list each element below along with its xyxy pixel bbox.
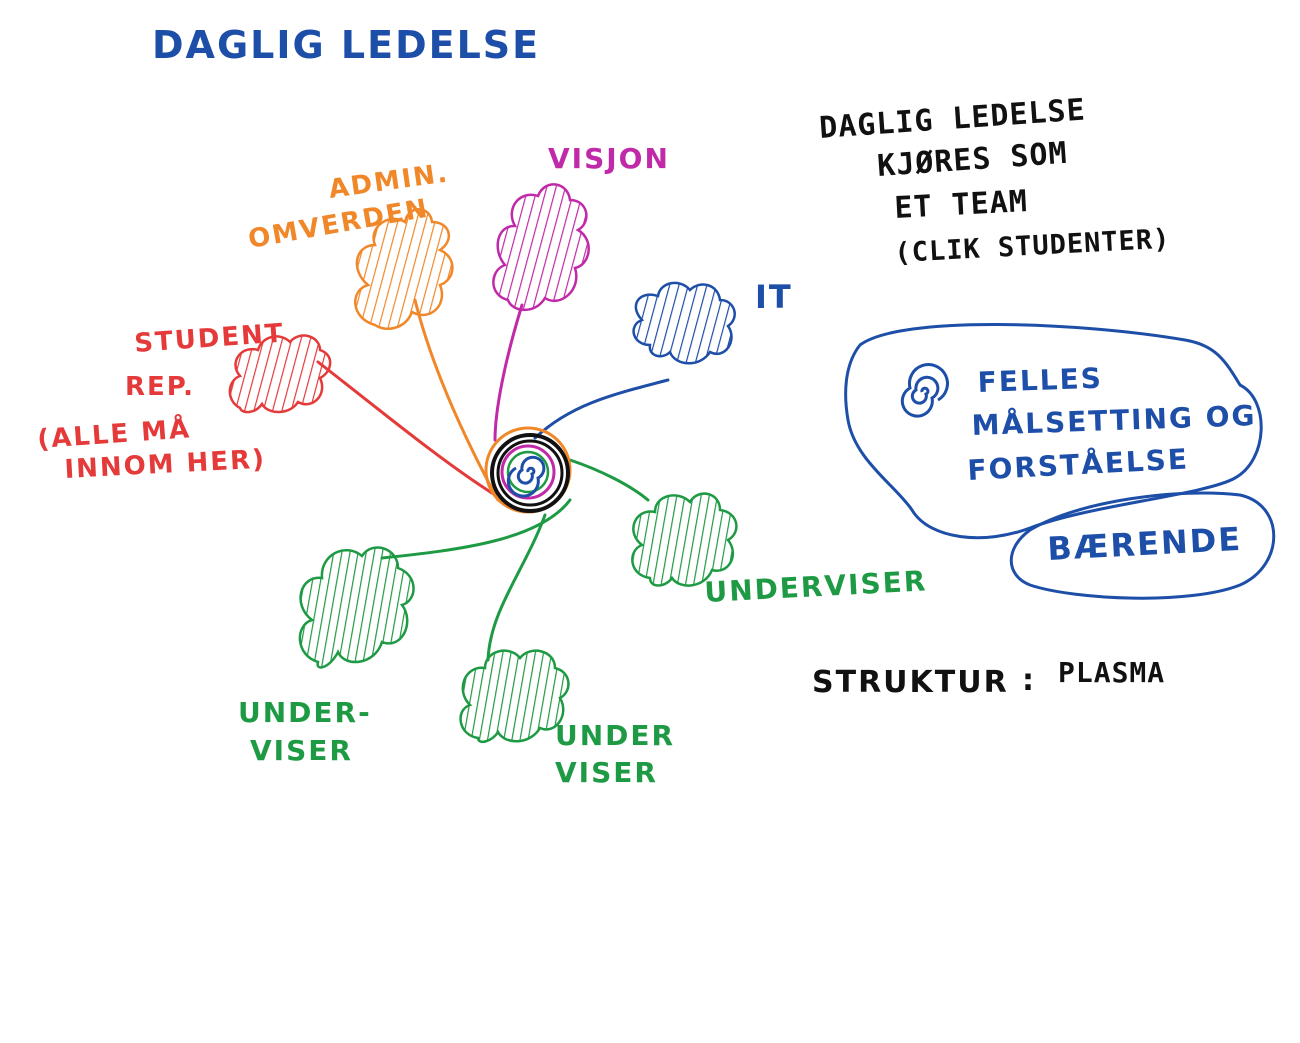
felles-outline [844, 323, 1263, 540]
struktur-value: PLASMA [1058, 656, 1165, 689]
label-underviser-left-line2: VISER [250, 734, 353, 767]
connector-admin [413, 298, 500, 502]
connector-underviser-left [380, 498, 572, 560]
struktur-label: STRUKTUR [812, 665, 1009, 700]
connector-lines [316, 298, 670, 662]
baerende-outline [1009, 491, 1276, 600]
label-underviser-left-line1: UNDER- [238, 696, 372, 729]
label-it: IT [755, 278, 793, 316]
cloud-underviser-right [631, 492, 738, 587]
note-team-line2: KJØRES SOM [876, 136, 1069, 184]
label-underviser-right: UNDERVISER [704, 564, 928, 609]
felles-spiral-icon [900, 363, 949, 418]
cloud-visjon [492, 183, 590, 312]
cloud-it [632, 281, 736, 365]
label-admin-line1: ADMIN. [327, 158, 451, 205]
cloud-underviser-left [298, 546, 415, 669]
cloud-underviser-bottom [459, 649, 570, 744]
connector-it [533, 378, 670, 440]
felles-blob: FELLES MÅLSETTING OG FORSTÅELSE BÆRENDE [844, 323, 1276, 600]
label-visjon: VISJON [548, 142, 670, 175]
note-team: DAGLIG LEDELSE KJØRES SOM ET TEAM (CLIK … [818, 92, 1171, 269]
connector-student [316, 360, 497, 497]
felles-line3: FORSTÅELSE [967, 441, 1190, 487]
struktur-note: STRUKTUR : PLASMA [812, 656, 1165, 700]
label-underviser-bottom-line1: UNDER [555, 719, 675, 752]
cloud-student [228, 334, 332, 414]
felles-line1: FELLES [977, 362, 1103, 399]
note-team-line3: ET TEAM [894, 184, 1029, 226]
connector-underviser-right [568, 458, 650, 502]
felles-line2: MÅLSETTING OG [971, 398, 1257, 442]
note-team-line4: (CLIK STUDENTER) [894, 224, 1171, 269]
label-student-line2: REP. [125, 372, 195, 402]
cloud-admin [354, 208, 454, 330]
connector-visjon [493, 303, 524, 442]
label-underviser-bottom-line2: VISER [555, 756, 658, 789]
struktur-colon: : [1022, 663, 1036, 698]
central-hub [484, 426, 572, 514]
hub-spiral [506, 455, 546, 498]
baerende-label: BÆRENDE [1046, 520, 1243, 568]
connector-underviser-bottom [486, 513, 547, 662]
page-title: DAGLIG LEDELSE [152, 23, 540, 67]
